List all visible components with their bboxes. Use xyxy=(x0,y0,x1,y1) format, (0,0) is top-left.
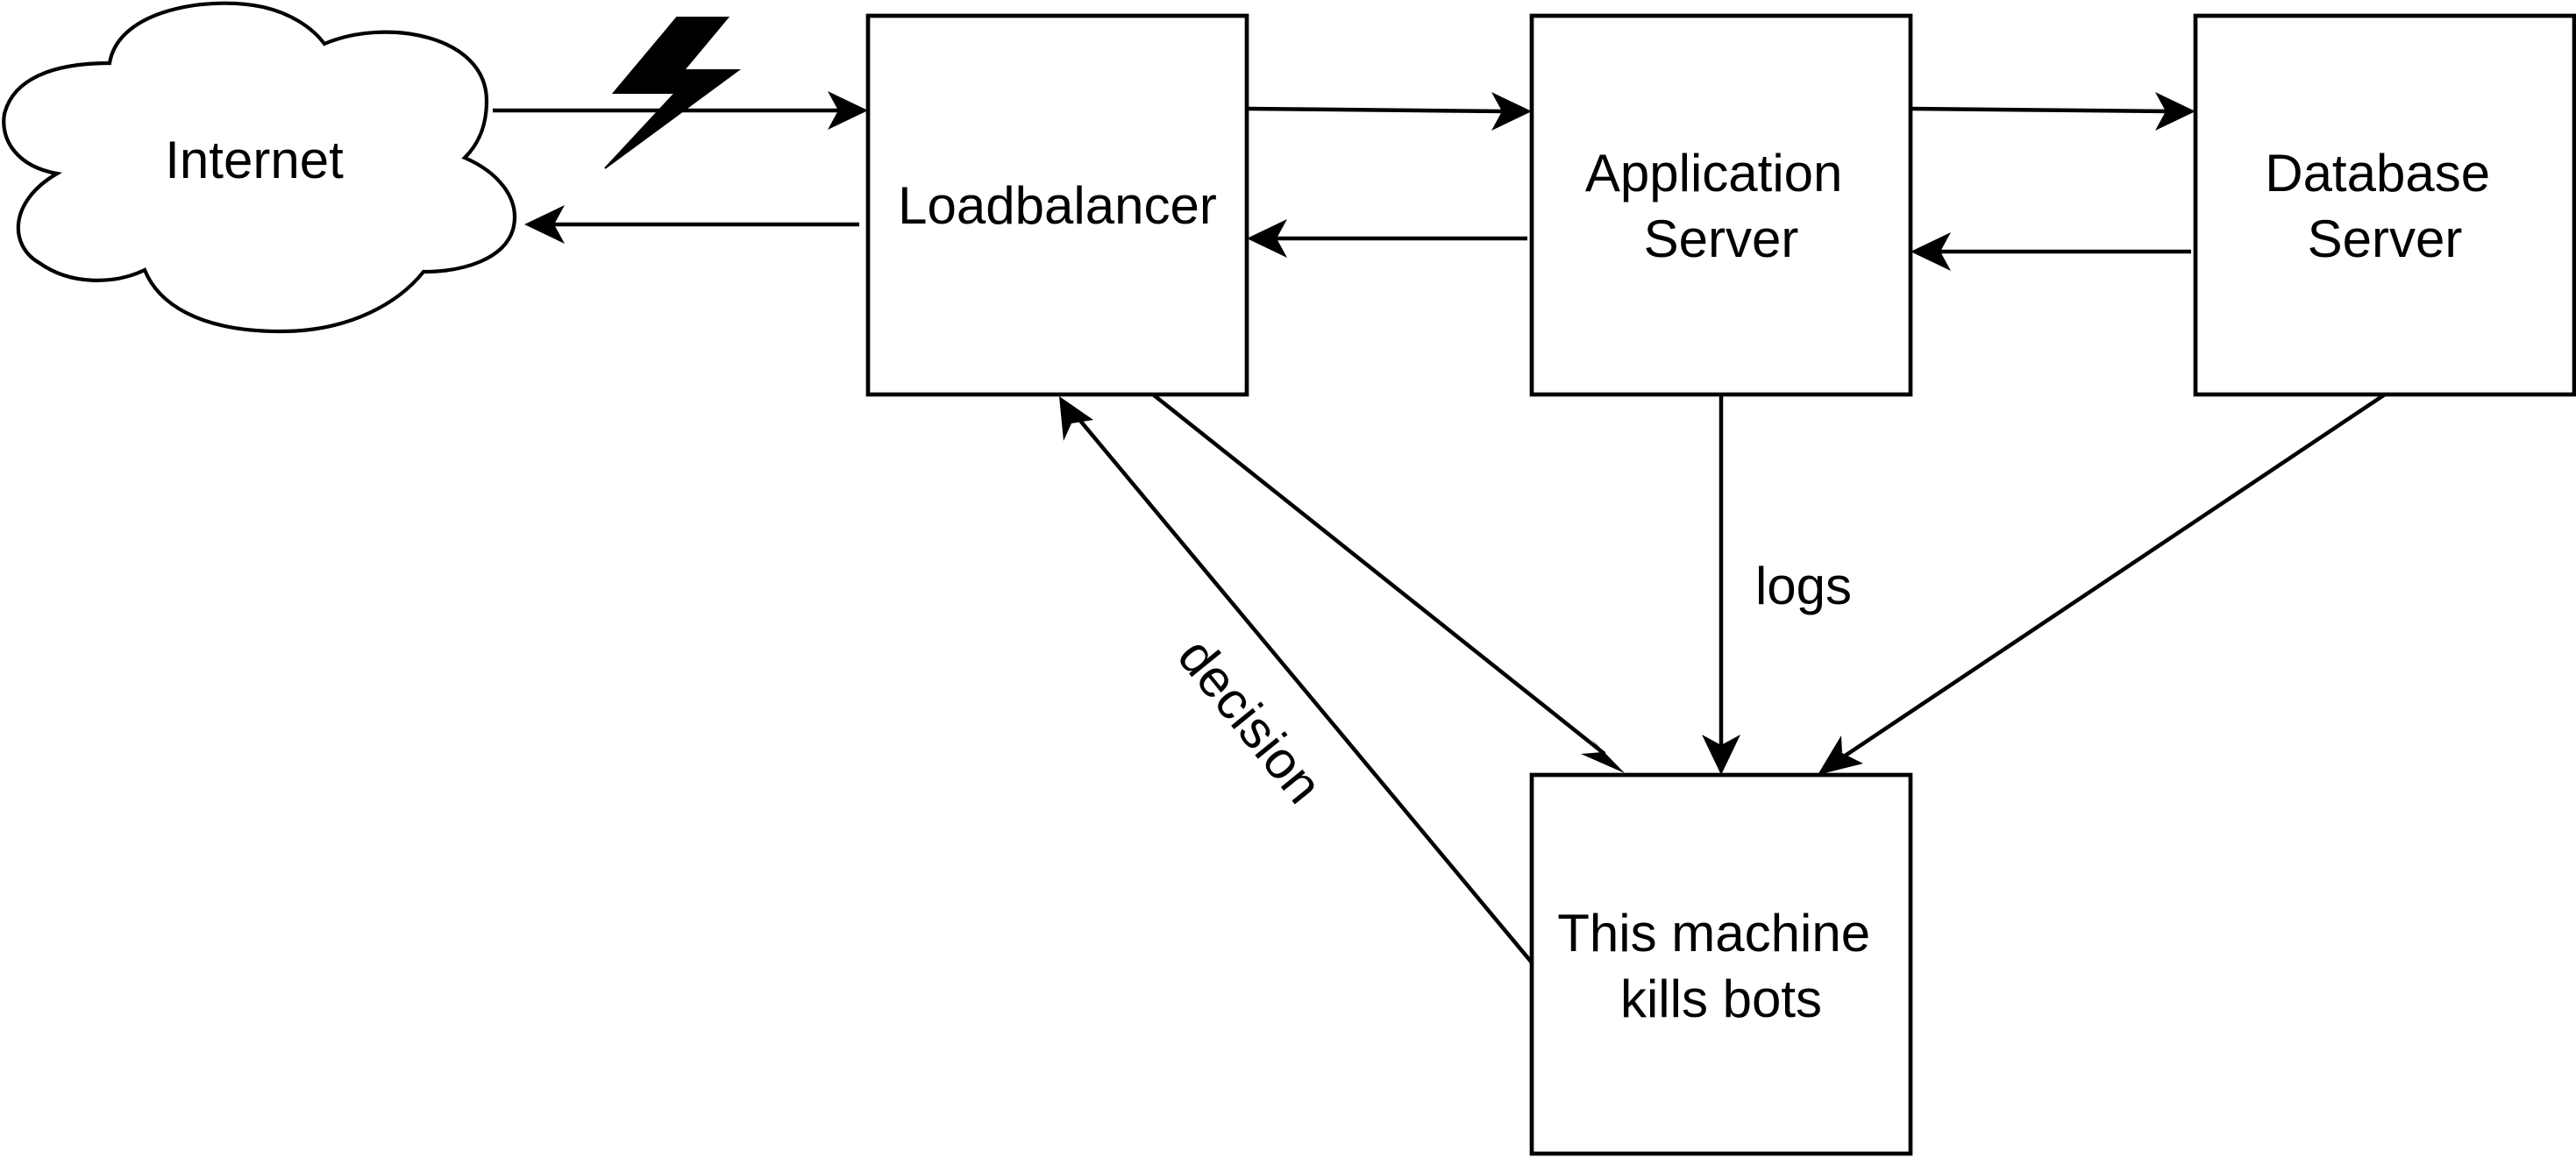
arrowhead-botkiller-to-loadbalancer xyxy=(1059,396,1093,441)
bot-killer-node: This machine kills bots xyxy=(1529,772,1913,1156)
arrowhead-app-to-botkiller xyxy=(1702,735,1740,775)
arrowhead-db-to-botkiller xyxy=(1818,735,1863,775)
edge-loadbalancer-to-app xyxy=(1246,106,1506,114)
arrowhead-app-to-loadbalancer xyxy=(1247,219,1287,258)
application-server-label: Application Server xyxy=(1585,144,1857,268)
arrowhead-internet-to-loadbalancer xyxy=(828,91,868,130)
database-server-node: Database Server xyxy=(2193,13,2576,397)
edge-loadbalancer-to-botkiller xyxy=(1151,393,1606,756)
application-server-label-line-2: Server xyxy=(1644,210,1799,268)
application-server-node: Application Server xyxy=(1529,13,1913,397)
bot-killer-label-line-1: This machine xyxy=(1557,904,1870,963)
internet-node: Internet xyxy=(2,1,516,334)
application-server-label-line-1: Application xyxy=(1585,144,1843,202)
lightning-bolt-icon xyxy=(604,17,742,169)
database-server-label-line-1: Database xyxy=(2265,144,2490,202)
arrowhead-loadbalancer-to-internet xyxy=(524,205,565,244)
arrowhead-loadbalancer-to-app xyxy=(1491,92,1532,131)
edge-label-decision: decision xyxy=(1167,627,1334,813)
arrowhead-loadbalancer-to-botkiller xyxy=(1581,739,1625,773)
database-server-label: Database Server xyxy=(2265,144,2505,268)
edge-botkiller-to-loadbalancer xyxy=(1075,415,1534,964)
internet-label: Internet xyxy=(165,131,344,189)
loadbalancer-node: Loadbalancer xyxy=(865,13,1249,397)
database-server-label-line-2: Server xyxy=(2308,210,2463,268)
cloud-icon xyxy=(2,1,516,334)
edge-db-to-botkiller xyxy=(1839,393,2387,760)
loadbalancer-label: Loadbalancer xyxy=(898,176,1217,235)
edge-app-to-db xyxy=(1910,106,2170,114)
arrowhead-db-to-app xyxy=(1911,232,1951,271)
bot-killer-label: This machine kills bots xyxy=(1557,904,1884,1028)
arrowhead-app-to-db xyxy=(2155,92,2195,131)
edge-label-logs: logs xyxy=(1755,557,1852,615)
bot-killer-label-line-2: kills bots xyxy=(1620,970,1822,1028)
